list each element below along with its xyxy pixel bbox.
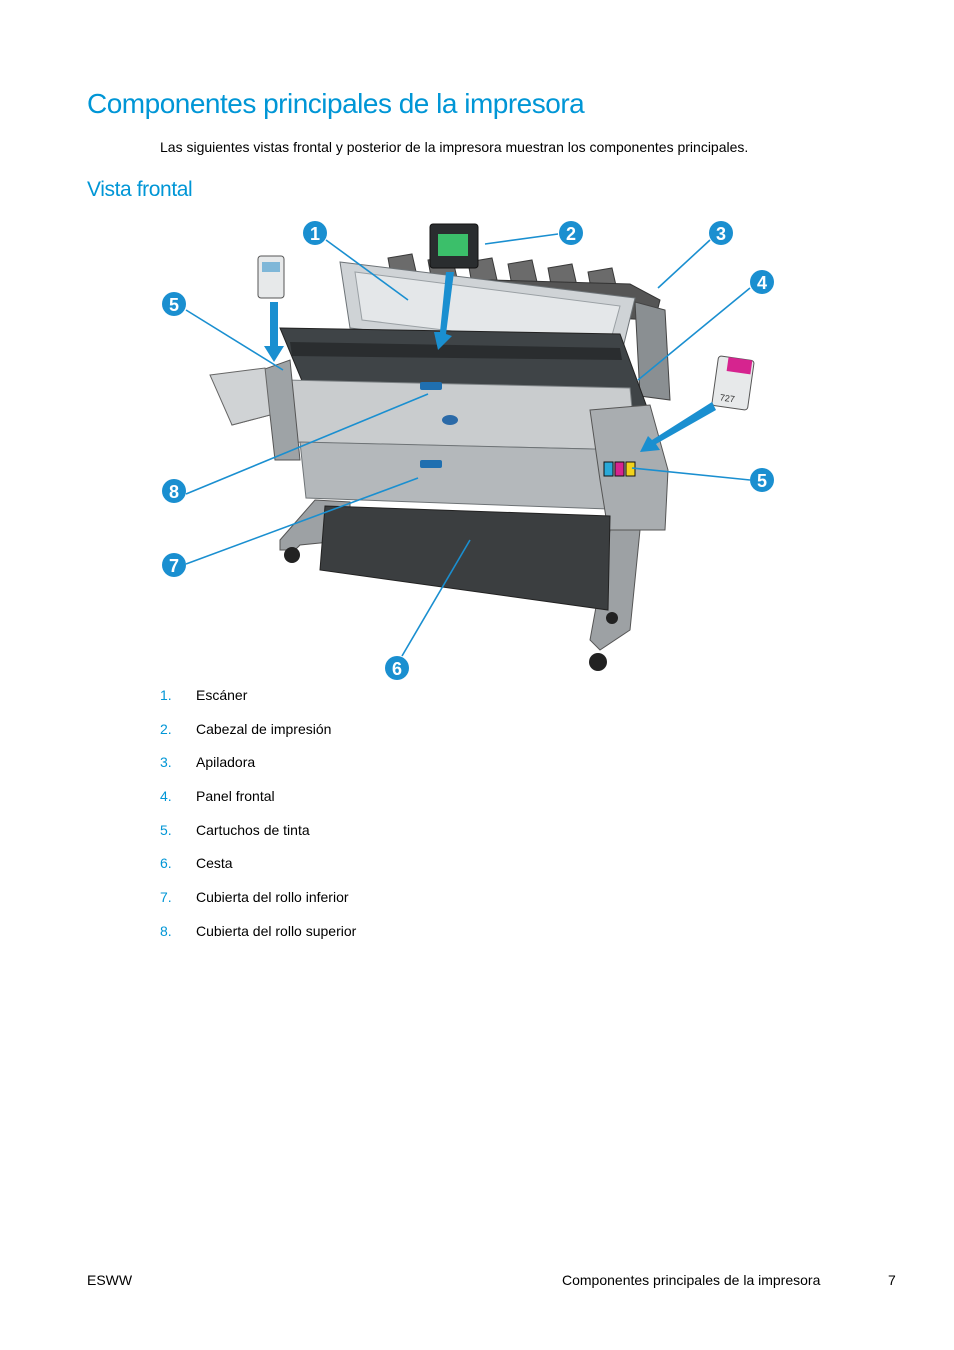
callout-5-left: 5 bbox=[162, 292, 186, 316]
printhead-part bbox=[429, 223, 479, 269]
callout-5-right: 5 bbox=[750, 468, 774, 492]
list-label: Cesta bbox=[196, 855, 233, 872]
svg-text:6: 6 bbox=[392, 659, 402, 679]
svg-text:3: 3 bbox=[716, 224, 726, 244]
printer-body bbox=[209, 253, 671, 671]
callout-6: 6 bbox=[385, 656, 409, 680]
svg-text:2: 2 bbox=[566, 224, 576, 244]
page-title: Componentes principales de la impresora bbox=[87, 88, 585, 119]
callout-7: 7 bbox=[162, 553, 186, 577]
footer-left-label: ESWW bbox=[87, 1272, 133, 1288]
footer-section-title: Componentes principales de la impresora bbox=[562, 1272, 821, 1288]
ink-cartridge-part-left bbox=[257, 255, 285, 299]
list-number: 6. bbox=[160, 855, 172, 872]
list-label: Panel frontal bbox=[196, 788, 275, 805]
svg-text:1: 1 bbox=[310, 224, 320, 244]
svg-text:8: 8 bbox=[169, 482, 179, 502]
svg-text:7: 7 bbox=[169, 556, 179, 576]
svg-text:5: 5 bbox=[757, 471, 767, 491]
list-number: 3. bbox=[160, 754, 172, 771]
ink-cartridge-part-magenta: 727 bbox=[711, 355, 755, 411]
list-number: 2. bbox=[160, 720, 172, 737]
list-label: Escáner bbox=[196, 687, 248, 703]
list-number: 5. bbox=[160, 821, 172, 838]
callout-8: 8 bbox=[162, 479, 186, 503]
list-label: Cabezal de impresión bbox=[196, 720, 332, 737]
footer-page-number: 7 bbox=[888, 1272, 896, 1288]
list-number: 8. bbox=[160, 922, 172, 939]
list-label: Cubierta del rollo inferior bbox=[196, 889, 349, 906]
list-number: 7. bbox=[160, 889, 172, 906]
callout-1: 1 bbox=[303, 221, 327, 245]
list-number: 1. bbox=[160, 687, 172, 703]
cartridge-model-label: 727 bbox=[719, 392, 735, 404]
list-label: Cubierta del rollo superior bbox=[196, 922, 357, 939]
intro-paragraph: Las siguientes vistas frontal y posterio… bbox=[160, 139, 749, 155]
printer-front-view-illustration: 727 1 2 3 4 5 5 bbox=[162, 221, 774, 680]
callout-3: 3 bbox=[709, 221, 733, 245]
svg-text:4: 4 bbox=[757, 273, 767, 293]
svg-text:5: 5 bbox=[169, 295, 179, 315]
list-number: 4. bbox=[160, 788, 172, 805]
list-label: Cartuchos de tinta bbox=[196, 821, 310, 838]
list-label: Apiladora bbox=[196, 754, 256, 771]
section-title: Vista frontal bbox=[87, 178, 193, 201]
callout-4: 4 bbox=[750, 270, 774, 294]
callout-2: 2 bbox=[559, 221, 583, 245]
